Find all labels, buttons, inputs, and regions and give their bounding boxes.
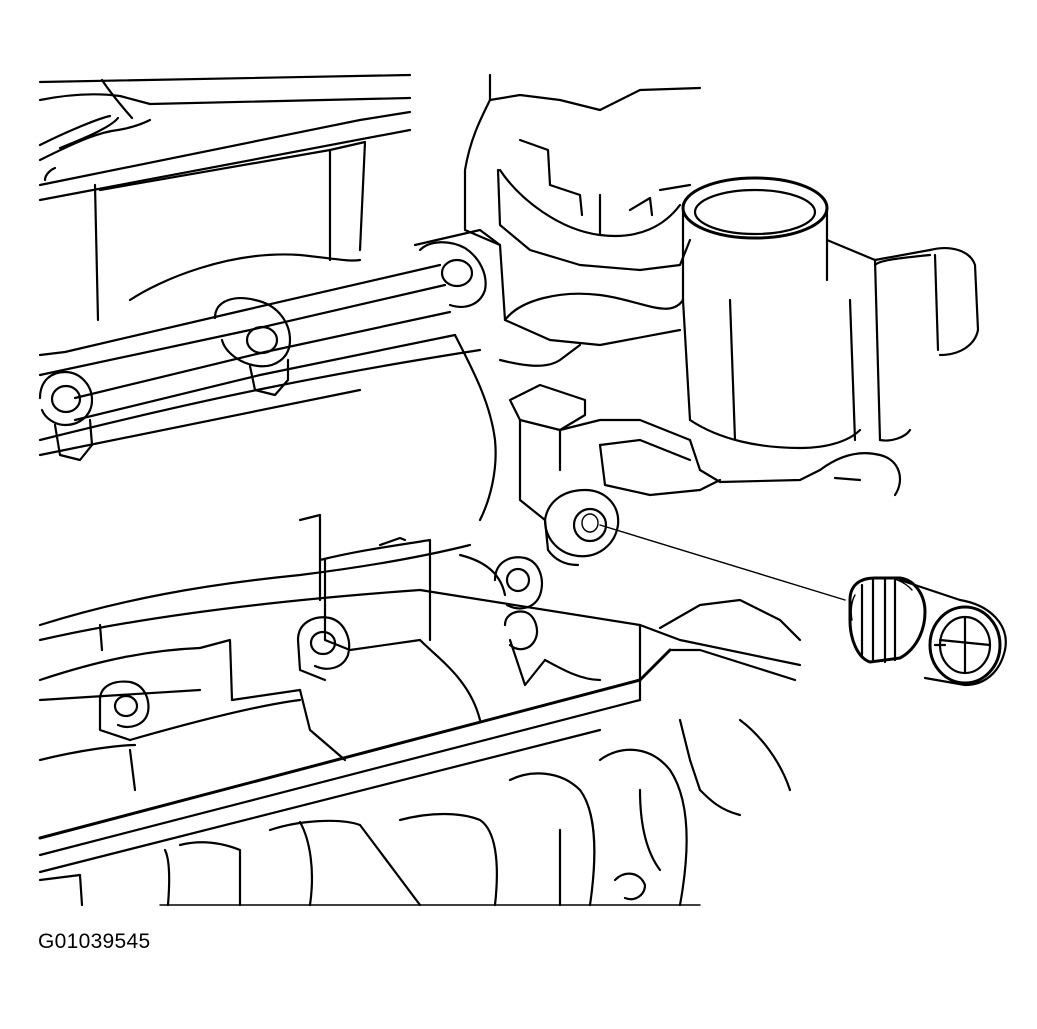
water-outlet-housing <box>463 73 980 450</box>
deck-line <box>38 588 802 874</box>
sensor-guide-line <box>599 524 846 601</box>
cylinder-head-top <box>38 73 412 322</box>
coolant-temperature-sensor <box>848 576 1007 687</box>
mounting-bracket <box>453 333 902 567</box>
lower-block <box>38 513 602 792</box>
figure-id-label: G01039545 <box>38 930 151 953</box>
block-lower-castings <box>38 718 792 907</box>
rocker-rail <box>38 228 502 462</box>
